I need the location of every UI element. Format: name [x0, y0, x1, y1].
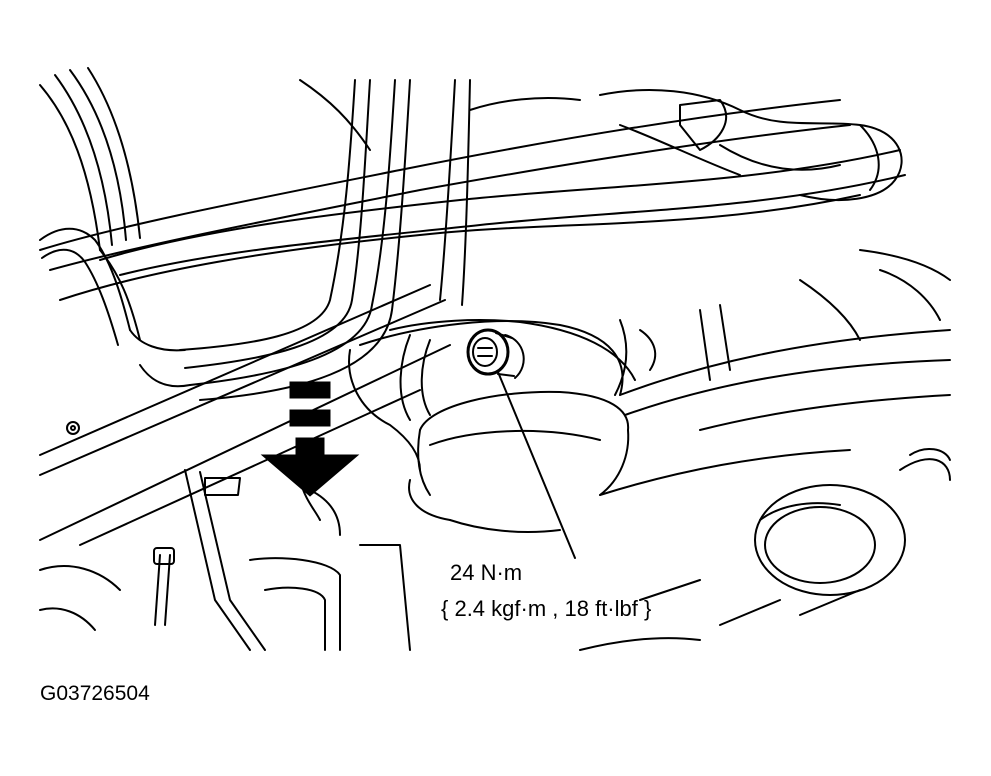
lower-right-housing: [580, 449, 950, 650]
upper-right-housing: [300, 80, 902, 200]
left-vertical-pipes: [40, 68, 140, 250]
figure-id: G03726504: [40, 682, 150, 705]
torque-value: 24 N·m: [450, 560, 523, 585]
right-frame-members: [600, 250, 950, 495]
bent-pipes: [130, 80, 470, 400]
left-pipe-loop: [40, 229, 140, 345]
down-arrow-icon: [262, 382, 358, 496]
lower-left-components: [40, 470, 410, 650]
torque-leader-line: [498, 372, 575, 558]
bushing: [409, 392, 628, 532]
upper-diagonal-hoses: [40, 100, 905, 300]
torque-conversion: { 2.4 kgf·m , 18 ft·lbf }: [441, 596, 652, 621]
mount-body: [349, 320, 655, 470]
bolt-icon: [468, 330, 524, 378]
lower-left-frame: [40, 285, 450, 545]
